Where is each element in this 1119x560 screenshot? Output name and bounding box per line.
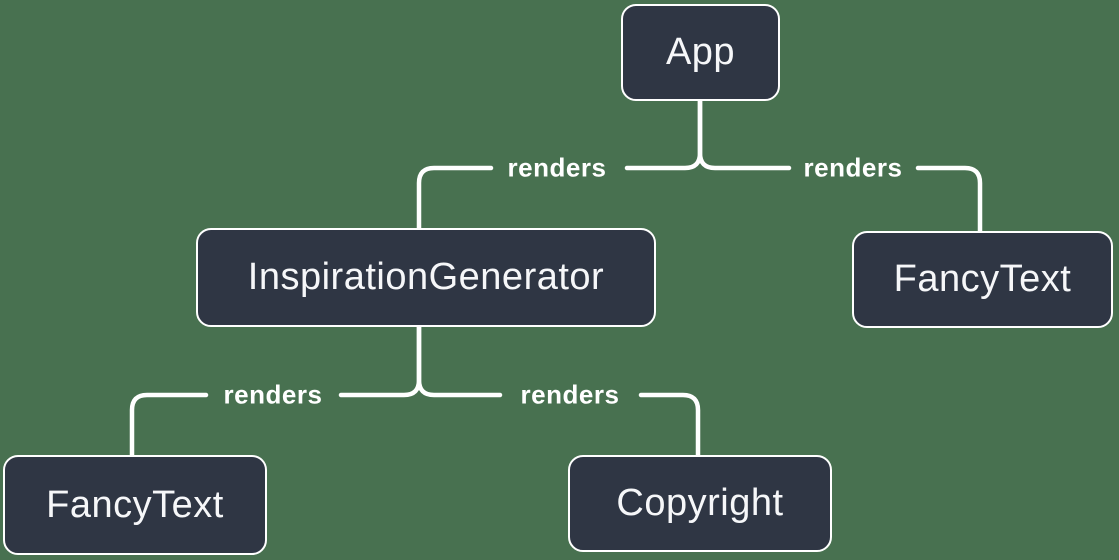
tree-node-inspiration-generator: InspirationGenerator bbox=[196, 228, 656, 327]
node-label: InspirationGenerator bbox=[247, 256, 605, 298]
edge-label-renders: renders bbox=[507, 152, 607, 183]
edge-inspiration-generator-copyright bbox=[416, 323, 701, 459]
edge-label-renders: renders bbox=[223, 379, 323, 410]
node-label: App bbox=[665, 31, 736, 73]
tree-node-fancy-text-left: FancyText bbox=[3, 455, 267, 555]
edge-label-renders: renders bbox=[803, 152, 903, 183]
node-label: FancyText bbox=[893, 258, 1072, 300]
tree-node-app: App bbox=[621, 4, 780, 101]
node-label: FancyText bbox=[46, 483, 224, 526]
node-label: Copyright bbox=[616, 482, 784, 524]
edge-label-renders: renders bbox=[520, 379, 620, 410]
edge-app-fancy-text-right bbox=[697, 98, 983, 235]
tree-node-fancy-text-right: FancyText bbox=[852, 231, 1113, 328]
tree-node-copyright: Copyright bbox=[568, 455, 832, 552]
